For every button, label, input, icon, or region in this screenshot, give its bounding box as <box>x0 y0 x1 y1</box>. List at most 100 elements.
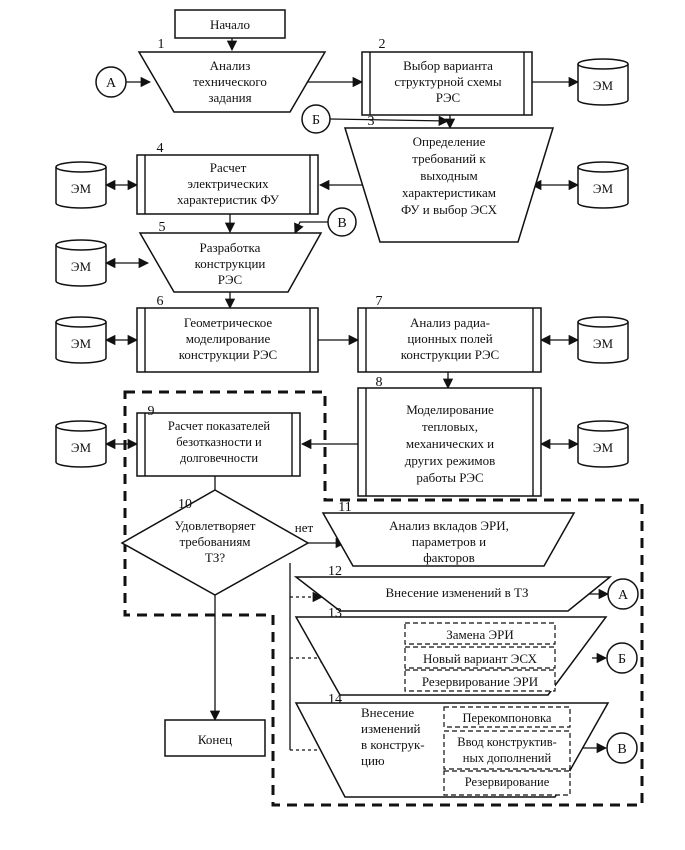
block-9-process <box>136 412 301 477</box>
em-db-8-label: ЭМ <box>593 440 614 455</box>
em-db-5-label: ЭМ <box>71 259 92 274</box>
arrow-b-to-3 <box>329 115 450 127</box>
block-7-number: 7 <box>376 294 383 309</box>
block-11-number: 11 <box>338 500 351 515</box>
block-13-item-1: Замена ЭРИ <box>446 627 513 642</box>
block-13-item-3-box <box>404 669 556 692</box>
connector-v-left-label: В <box>337 216 346 231</box>
block-12-trapezoid <box>293 576 613 612</box>
block-12-text-line-1: Внесение изменений в ТЗ <box>386 585 529 600</box>
block-7-text-line-3: конструкции РЭС <box>401 347 499 362</box>
block-3-text-line-2: требований к <box>412 151 486 166</box>
em-db-2-body <box>577 64 629 106</box>
block-12-number: 12 <box>328 564 342 579</box>
block-3-text-line-5: ФУ и выбор ЭСХ <box>401 202 498 217</box>
block-4-text-line-2: электрических <box>187 176 269 191</box>
block-1-trapezoid <box>137 51 327 113</box>
em-db-3-body <box>577 167 629 209</box>
block-14-item-1-box <box>443 706 571 728</box>
em-db-3-label: ЭМ <box>593 181 614 196</box>
block-14-item-3-line-1: Резервирование <box>465 775 550 789</box>
block-11-trapezoid <box>321 512 576 567</box>
block-8-text-line-4: других режимов <box>405 453 496 468</box>
block-3-text-line-3: выходным <box>420 168 478 183</box>
em-db-7-top <box>577 316 629 328</box>
start-label: Начало <box>210 17 250 32</box>
em-db-8-body <box>577 426 629 468</box>
em-db-3-top <box>577 161 629 173</box>
block-6-text-line-2: моделирование <box>186 331 271 346</box>
block-10-decision <box>120 489 310 596</box>
block-5-number: 5 <box>159 220 166 235</box>
block-texts: НачалоКонецАБВАБВ1Анализтехническогозада… <box>71 17 629 789</box>
block-3-number: 3 <box>368 114 375 129</box>
block-4-process <box>136 154 319 215</box>
block-14-item-2-line-1: Ввод конструктив- <box>457 735 557 749</box>
em-db-2-label: ЭМ <box>593 78 614 93</box>
connector-b-left <box>301 104 331 134</box>
em-db-7-label: ЭМ <box>593 336 614 351</box>
connector-v-right <box>606 732 638 764</box>
block-7-text-line-1: Анализ радиа- <box>410 315 490 330</box>
em-db-7-body <box>577 322 629 364</box>
start-terminal <box>174 9 286 39</box>
em-db-4-body <box>55 167 107 209</box>
block-5-trapezoid <box>138 232 323 293</box>
em-db-4-label: ЭМ <box>71 181 92 196</box>
block-1-text-line-3: задания <box>208 90 251 105</box>
block-11-text-line-2: параметров и <box>412 534 486 549</box>
block-10-number: 10 <box>178 497 192 512</box>
block-13-item-3: Резервирование ЭРИ <box>422 674 538 689</box>
em-db-4-top <box>55 161 107 173</box>
block-14-text-line-2: изменений <box>361 721 421 736</box>
block-9-text-line-1: Расчет показателей <box>168 419 271 433</box>
end-label: Конец <box>198 732 232 747</box>
block-6-process <box>136 307 319 373</box>
block-6-text-line-3: конструкции РЭС <box>179 347 277 362</box>
block-8-text-line-3: механических и <box>406 436 494 451</box>
block-5-text-line-1: Разработка <box>200 240 261 255</box>
block-5-text-line-3: РЭС <box>218 272 242 287</box>
block-14-item-2-line-2: ных дополнений <box>463 751 552 765</box>
em-db-9-label: ЭМ <box>71 440 92 455</box>
block-11-text-line-1: Анализ вкладов ЭРИ, <box>389 518 509 533</box>
block-14-text-line-1: Внесение <box>361 705 414 720</box>
em-db-6-top <box>55 316 107 328</box>
em-db-9-body <box>55 426 107 468</box>
block-3-trapezoid <box>343 127 555 243</box>
block-4-number: 4 <box>157 141 164 156</box>
block-shapes <box>55 9 639 798</box>
block-7-process <box>357 307 542 373</box>
em-db-5-top <box>55 239 107 251</box>
block-14-item-1-line-1: Перекомпоновка <box>463 711 552 725</box>
block-1-number: 1 <box>158 37 165 52</box>
block-3-text-line-4: характеристикам <box>402 185 496 200</box>
block-13-item-2: Новый вариант ЭСХ <box>423 651 538 666</box>
em-db-6-label: ЭМ <box>71 336 92 351</box>
block-2-process <box>361 51 533 116</box>
connector-b-right-label: Б <box>618 652 626 667</box>
block-2-text-line-1: Выбор варианта <box>403 58 493 73</box>
block-2-text-line-3: РЭС <box>436 90 460 105</box>
em-db-2-top <box>577 58 629 70</box>
block-13-number: 13 <box>328 606 342 621</box>
arrow-v-to-5 <box>294 221 328 234</box>
block-11-text-line-3: факторов <box>423 550 475 565</box>
block-10-text-line-1: Удовлетворяет <box>175 518 256 533</box>
block-9-number: 9 <box>148 404 155 419</box>
block-2-text-line-2: структурной схемы <box>394 74 502 89</box>
em-db-5-body <box>55 245 107 287</box>
connector-b-right <box>606 642 638 674</box>
block-9-text-line-2: безотказности и <box>176 435 262 449</box>
block-8-process <box>357 387 542 497</box>
block-14-item-3-box <box>443 770 571 796</box>
block-10-no-label: нет <box>295 520 314 535</box>
block-1-text-line-2: технического <box>193 74 267 89</box>
block-10-text-line-3: ТЗ? <box>205 550 225 565</box>
block-6-number: 6 <box>157 294 164 309</box>
block-5-text-line-2: конструкции <box>195 256 266 271</box>
block-13-item-2-box <box>404 646 556 669</box>
connector-v-left <box>327 207 357 237</box>
